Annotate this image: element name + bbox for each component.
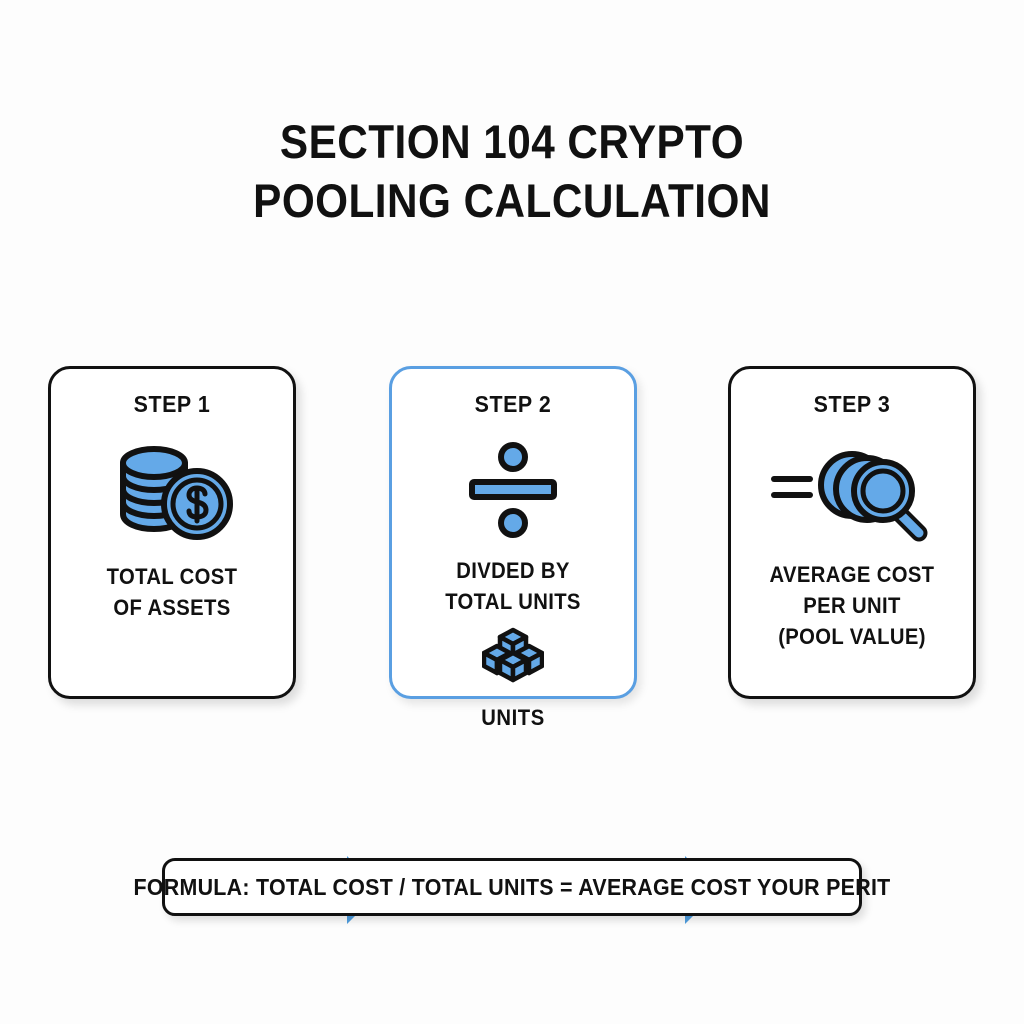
step-1-caption-line-1: TOTAL COST [106,564,238,589]
coin-stack-dollar-icon [51,435,293,545]
formula-bar: FORMULA: TOTAL COST / TOTAL UNITS = AVER… [133,858,890,916]
division-sign-icon [392,435,634,545]
step-3-label: STEP 3 [813,391,891,417]
step-2-caption-line-2: TOTAL UNITS [445,589,581,614]
step-3-caption: AVERAGE COST PER UNIT (POOL VALUE) [741,559,964,652]
steps-row: STEP 1 TOTAL COST OF ASSETS [0,366,1024,924]
step-2-caption: DIVDED BY TOTAL UNITS [402,555,625,617]
step-1-caption: TOTAL COST OF ASSETS [61,561,284,623]
page-title: SECTION 104 CRYPTO POOLING CALCULATION [0,112,1024,230]
step-2-label: STEP 2 [474,391,552,417]
step-1-label: STEP 1 [133,391,211,417]
step-3-caption-line-2: PER UNIT [803,593,901,618]
step-2-caption-line-1: DIVDED BY [456,558,570,583]
step-3-caption-line-3: (POOL VALUE) [778,624,926,649]
page-title-line-1: SECTION 104 CRYPTO [279,115,745,168]
units-outside-label: UNITS [481,705,545,730]
step-card-2[interactable]: STEP 2 DIVDED BY TOTAL UNITS [389,366,637,699]
step-card-1[interactable]: STEP 1 TOTAL COST OF ASSETS [48,366,296,699]
formula-text: FORMULA: TOTAL COST / TOTAL UNITS = AVER… [133,873,891,900]
step-1-caption-line-2: OF ASSETS [113,595,231,620]
step-3-caption-line-1: AVERAGE COST [769,562,935,587]
step-card-3[interactable]: STEP 3 AVERAGE COST [728,366,976,699]
page-title-line-2: POOLING CALCULATION [253,174,771,227]
cubes-icon [392,627,634,683]
equals-magnifier-coins-icon [731,435,973,545]
